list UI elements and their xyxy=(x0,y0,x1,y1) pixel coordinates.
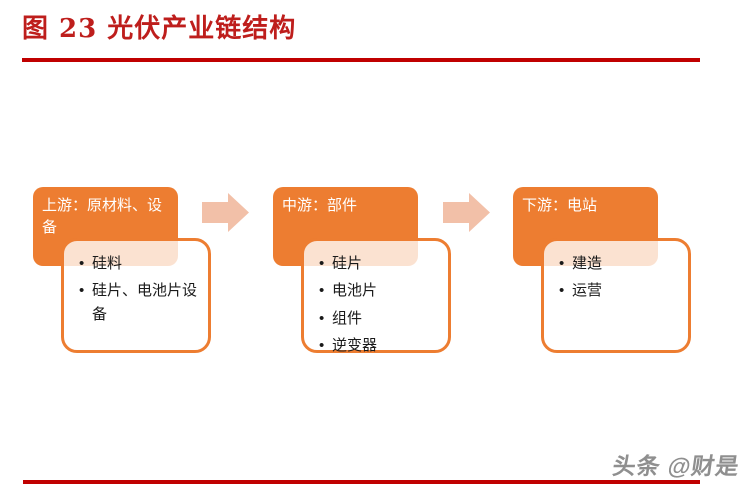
watermark: 头条 @财是 xyxy=(611,453,742,479)
stage-downstream-item-list: 建造运营 xyxy=(558,252,682,303)
right-arrow-icon xyxy=(202,193,249,232)
list-item: 硅片、电池片设备 xyxy=(78,279,202,326)
stage-midstream-body: 硅片电池片组件逆变器 xyxy=(301,238,451,357)
list-item-label: 电池片 xyxy=(332,282,378,300)
stage-upstream-item-list: 硅料硅片、电池片设备 xyxy=(78,252,202,326)
list-item-label: 硅片 xyxy=(332,255,363,272)
list-item-label: 逆变器 xyxy=(332,336,378,354)
stage-downstream-body: 建造运营 xyxy=(541,238,691,353)
right-arrow-icon xyxy=(443,193,490,232)
bottom-divider xyxy=(23,480,700,484)
list-item-label: 运营 xyxy=(572,282,603,300)
stage-upstream-body: 硅料硅片、电池片设备 xyxy=(61,238,211,353)
stage-midstream-item-list: 硅片电池片组件逆变器 xyxy=(318,252,442,357)
list-item: 组件 xyxy=(318,307,442,331)
list-item-label: 硅料 xyxy=(92,255,123,272)
list-item: 逆变器 xyxy=(318,334,442,358)
stage-upstream: 上游：原材料、设备 硅料硅片、电池片设备 xyxy=(33,187,243,357)
list-item: 硅片 xyxy=(318,252,442,276)
list-item: 电池片 xyxy=(318,279,442,303)
list-item: 硅料 xyxy=(78,252,202,276)
top-divider xyxy=(22,58,700,62)
stage-downstream: 下游：电站 建造运营 xyxy=(513,187,723,357)
list-item-label: 硅片、电池片设备 xyxy=(92,282,198,323)
stage-midstream: 中游：部件 硅片电池片组件逆变器 xyxy=(273,187,483,357)
list-item-label: 建造 xyxy=(572,255,603,272)
list-item: 建造 xyxy=(558,252,682,276)
list-item: 运营 xyxy=(558,279,682,303)
list-item-label: 组件 xyxy=(332,309,363,327)
figure-title: 图 23 光伏产业链结构 xyxy=(22,14,297,44)
